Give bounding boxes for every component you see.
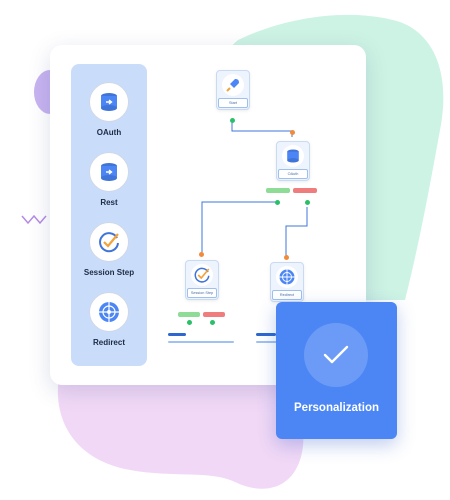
placeholder-line bbox=[168, 333, 186, 336]
placeholder-line bbox=[256, 333, 276, 336]
flow-node-label: Redirect bbox=[272, 290, 302, 300]
flow-node-redirect[interactable]: Redirect bbox=[270, 262, 304, 302]
clock-check-icon bbox=[191, 264, 213, 286]
palette-item-oauth[interactable]: OAuth bbox=[71, 82, 147, 137]
personalization-label: Personalization bbox=[294, 402, 379, 414]
connector-start-oauth bbox=[231, 120, 293, 137]
port-redirect-input[interactable] bbox=[284, 255, 289, 260]
flow-node-label: Start bbox=[218, 98, 248, 108]
port-oauth-failure[interactable] bbox=[305, 200, 310, 205]
oauth-success-branch[interactable] bbox=[266, 188, 290, 193]
flow-node-oauth[interactable]: OAuth bbox=[276, 141, 310, 181]
palette-item-label: Rest bbox=[100, 198, 118, 207]
flow-node-label: Session Step bbox=[187, 288, 217, 298]
personalization-card[interactable]: Personalization bbox=[276, 302, 397, 439]
globe-icon bbox=[89, 292, 129, 332]
placeholder-line bbox=[256, 341, 278, 343]
palette-item-session-step[interactable]: Session Step bbox=[71, 222, 147, 277]
port-session-success[interactable] bbox=[187, 320, 192, 325]
flow-node-start[interactable]: Start bbox=[216, 70, 250, 110]
connector-oauth-redirect bbox=[285, 207, 308, 256]
database-arrow-icon bbox=[282, 145, 304, 167]
clock-check-icon bbox=[89, 222, 129, 262]
port-session-failure[interactable] bbox=[210, 320, 215, 325]
port-session-input[interactable] bbox=[199, 252, 204, 257]
palette-item-label: Redirect bbox=[92, 338, 125, 347]
flow-node-label: OAuth bbox=[278, 169, 308, 179]
port-oauth-input[interactable] bbox=[290, 130, 295, 135]
oauth-failure-branch[interactable] bbox=[293, 188, 317, 193]
checkmark-icon bbox=[304, 323, 368, 387]
port-oauth-success[interactable] bbox=[275, 200, 280, 205]
database-arrow-icon bbox=[89, 152, 129, 192]
connector-oauth-session bbox=[201, 201, 277, 252]
flow-node-session-step[interactable]: Session Step bbox=[185, 260, 219, 300]
step-palette: OAuth Rest Session Step bbox=[71, 64, 147, 366]
session-failure-branch[interactable] bbox=[203, 312, 225, 317]
palette-item-rest[interactable]: Rest bbox=[71, 152, 147, 207]
session-success-branch[interactable] bbox=[178, 312, 200, 317]
database-arrow-icon bbox=[89, 82, 129, 122]
palette-item-label: Session Step bbox=[83, 268, 135, 277]
rocket-icon bbox=[222, 74, 244, 96]
palette-item-redirect[interactable]: Redirect bbox=[71, 292, 147, 347]
port-start-output[interactable] bbox=[230, 118, 235, 123]
palette-item-label: OAuth bbox=[96, 128, 122, 137]
globe-icon bbox=[276, 266, 298, 288]
placeholder-line bbox=[168, 341, 234, 343]
